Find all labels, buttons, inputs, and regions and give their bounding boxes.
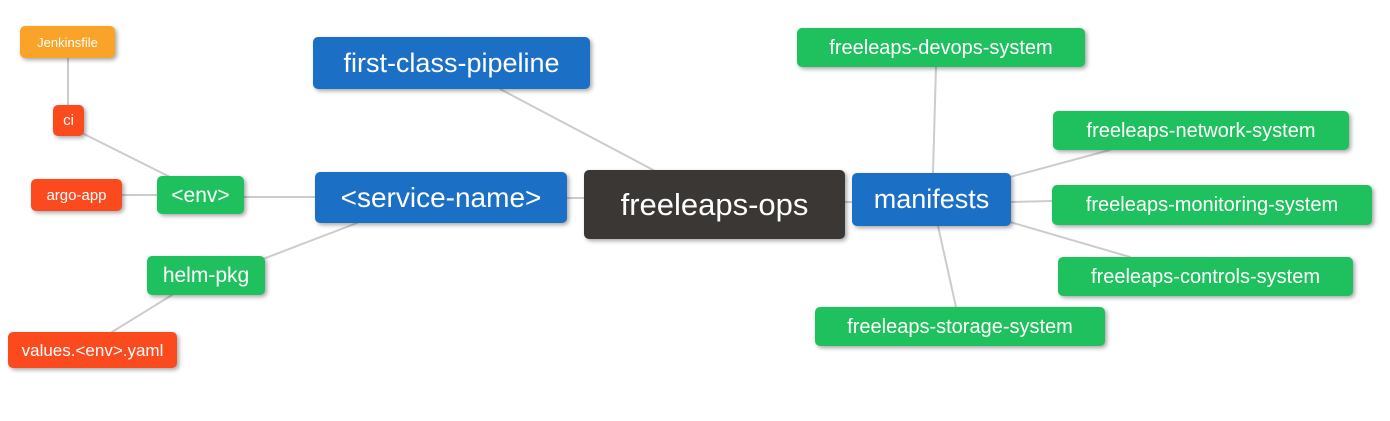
edge-manifests-monitoring_system (1010, 200, 1053, 203)
edge-manifests-devops_system (932, 66, 937, 174)
node-freeleaps-ops-root[interactable]: freeleaps-ops (584, 170, 845, 239)
node-helm-pkg[interactable]: helm-pkg (147, 256, 265, 295)
node-freeleaps-storage-system[interactable]: freeleaps-storage-system (815, 307, 1105, 346)
node-service-name[interactable]: <service-name> (315, 172, 567, 223)
edge-manifests-controls_system (1009, 221, 1131, 258)
node-argo-app[interactable]: argo-app (31, 179, 122, 211)
edge-helm_pkg-service_name (262, 222, 358, 260)
edge-values_env_yaml-helm_pkg (111, 294, 173, 333)
edge-ci-env (81, 132, 173, 179)
node-manifests[interactable]: manifests (852, 173, 1011, 226)
node-freeleaps-controls-system[interactable]: freeleaps-controls-system (1058, 257, 1353, 296)
node-values-env-yaml[interactable]: values.<env>.yaml (8, 332, 177, 368)
node-env[interactable]: <env> (157, 176, 244, 214)
node-jenkinsfile[interactable]: Jenkinsfile (20, 26, 115, 58)
edge-manifests-network_system (1009, 149, 1111, 178)
node-freeleaps-network-system[interactable]: freeleaps-network-system (1053, 111, 1349, 150)
edge-manifests-storage_system (937, 225, 957, 308)
node-freeleaps-monitoring-system[interactable]: freeleaps-monitoring-system (1052, 185, 1372, 225)
node-first-class-pipeline[interactable]: first-class-pipeline (313, 37, 590, 89)
node-freeleaps-devops-system[interactable]: freeleaps-devops-system (797, 28, 1085, 67)
node-ci[interactable]: ci (53, 105, 84, 136)
edge-first_class_pipeline-freeleaps_ops (499, 88, 658, 173)
